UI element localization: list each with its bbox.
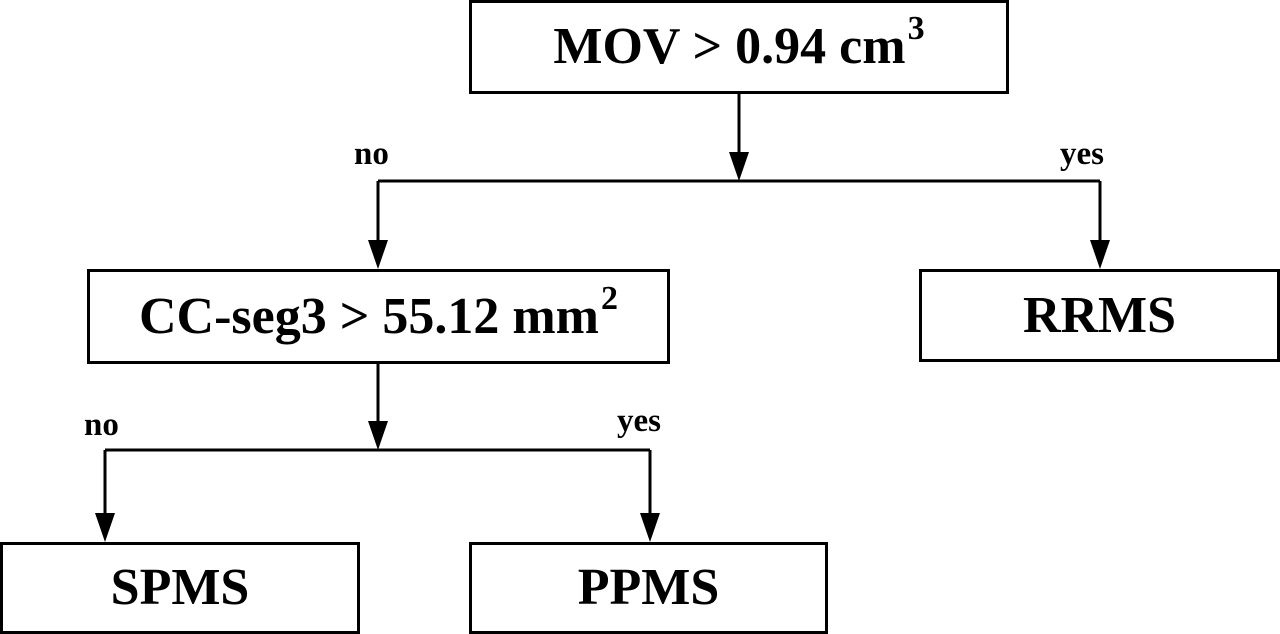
arrowhead-second-no bbox=[95, 513, 115, 542]
root-yes-label: yes bbox=[1060, 136, 1104, 172]
leaf-ppms-label: PPMS bbox=[577, 559, 720, 616]
second-yes-label: yes bbox=[617, 403, 661, 439]
leaf-spms: SPMS bbox=[0, 542, 360, 634]
root-node-superscript: 3 bbox=[907, 10, 925, 47]
arrowhead-root-down bbox=[729, 152, 749, 181]
second-node-superscript: 2 bbox=[601, 279, 618, 317]
arrowhead-second-yes bbox=[640, 513, 660, 542]
leaf-ppms: PPMS bbox=[469, 542, 828, 634]
arrowhead-second-down bbox=[368, 421, 388, 450]
second-node-label: CC-seg3 > 55.12 mm bbox=[138, 287, 599, 345]
leaf-rrms: RRMS bbox=[919, 269, 1280, 362]
root-no-label: no bbox=[354, 136, 389, 172]
arrowhead-root-no bbox=[368, 240, 388, 269]
leaf-spms-label: SPMS bbox=[110, 559, 250, 616]
leaf-rrms-label: RRMS bbox=[1022, 286, 1177, 344]
second-no-label: no bbox=[84, 407, 119, 443]
root-node-label: MOV > 0.94 cm bbox=[553, 18, 906, 75]
arrowhead-root-yes bbox=[1090, 240, 1110, 269]
